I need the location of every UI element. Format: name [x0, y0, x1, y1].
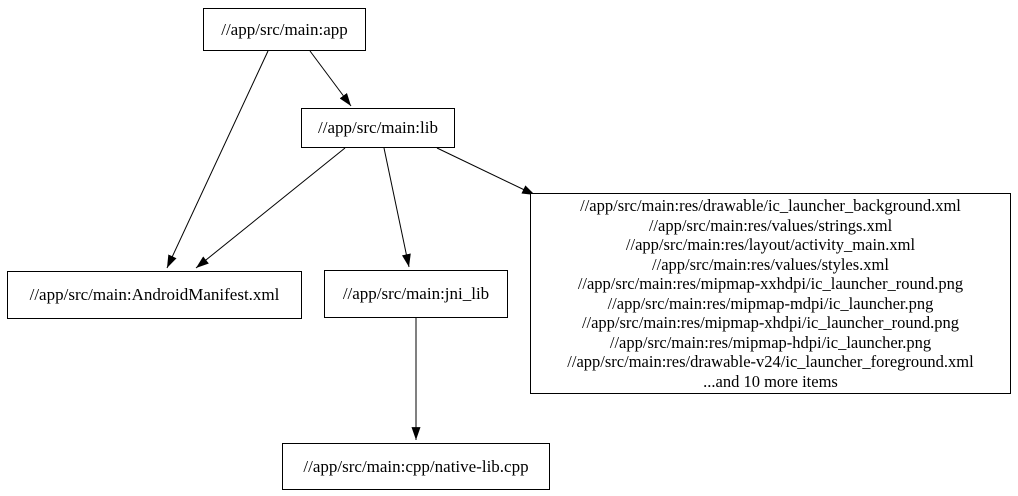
edge-lib-to-jni-lib	[383, 147, 411, 268]
node-native-lib-cpp: //app/src/main:cpp/native-lib.cpp	[282, 443, 550, 490]
node-android-manifest-label: //app/src/main:AndroidManifest.xml	[29, 285, 280, 305]
edge-app-to-android-manifest	[166, 50, 269, 269]
node-res-group: //app/src/main:res/drawable/ic_launcher_…	[530, 193, 1011, 394]
res-group-line: //app/src/main:res/values/strings.xml	[648, 215, 893, 235]
node-jni-lib: //app/src/main:jni_lib	[324, 270, 508, 318]
node-native-lib-cpp-label: //app/src/main:cpp/native-lib.cpp	[303, 456, 529, 476]
node-app-label: //app/src/main:app	[221, 19, 348, 39]
res-group-line: //app/src/main:res/mipmap-xxhdpi/ic_laun…	[577, 274, 964, 293]
res-group-line: //app/src/main:res/mipmap-xhdpi/ic_launc…	[581, 313, 960, 332]
node-jni-lib-label: //app/src/main:jni_lib	[342, 284, 490, 304]
node-app: //app/src/main:app	[203, 8, 366, 51]
node-lib: //app/src/main:lib	[301, 108, 455, 148]
edge-lib-to-res-group	[436, 147, 536, 196]
res-group-line: //app/src/main:res/layout/activity_main.…	[625, 235, 916, 254]
res-group-line: //app/src/main:res/mipmap-mdpi/ic_launch…	[607, 293, 934, 313]
res-group-line: //app/src/main:res/drawable-v24/ic_launc…	[567, 352, 974, 371]
res-group-more-items: ...and 10 more items	[703, 371, 838, 391]
node-android-manifest: //app/src/main:AndroidManifest.xml	[7, 271, 302, 319]
edge-app-to-lib	[309, 50, 352, 107]
edge-lib-to-android-manifest	[195, 147, 346, 269]
res-group-line: //app/src/main:res/drawable/ic_launcher_…	[580, 196, 961, 215]
res-group-line: //app/src/main:res/values/styles.xml	[652, 254, 889, 274]
node-lib-label: //app/src/main:lib	[318, 118, 438, 138]
res-group-line: //app/src/main:res/mipmap-hdpi/ic_launch…	[609, 332, 932, 352]
